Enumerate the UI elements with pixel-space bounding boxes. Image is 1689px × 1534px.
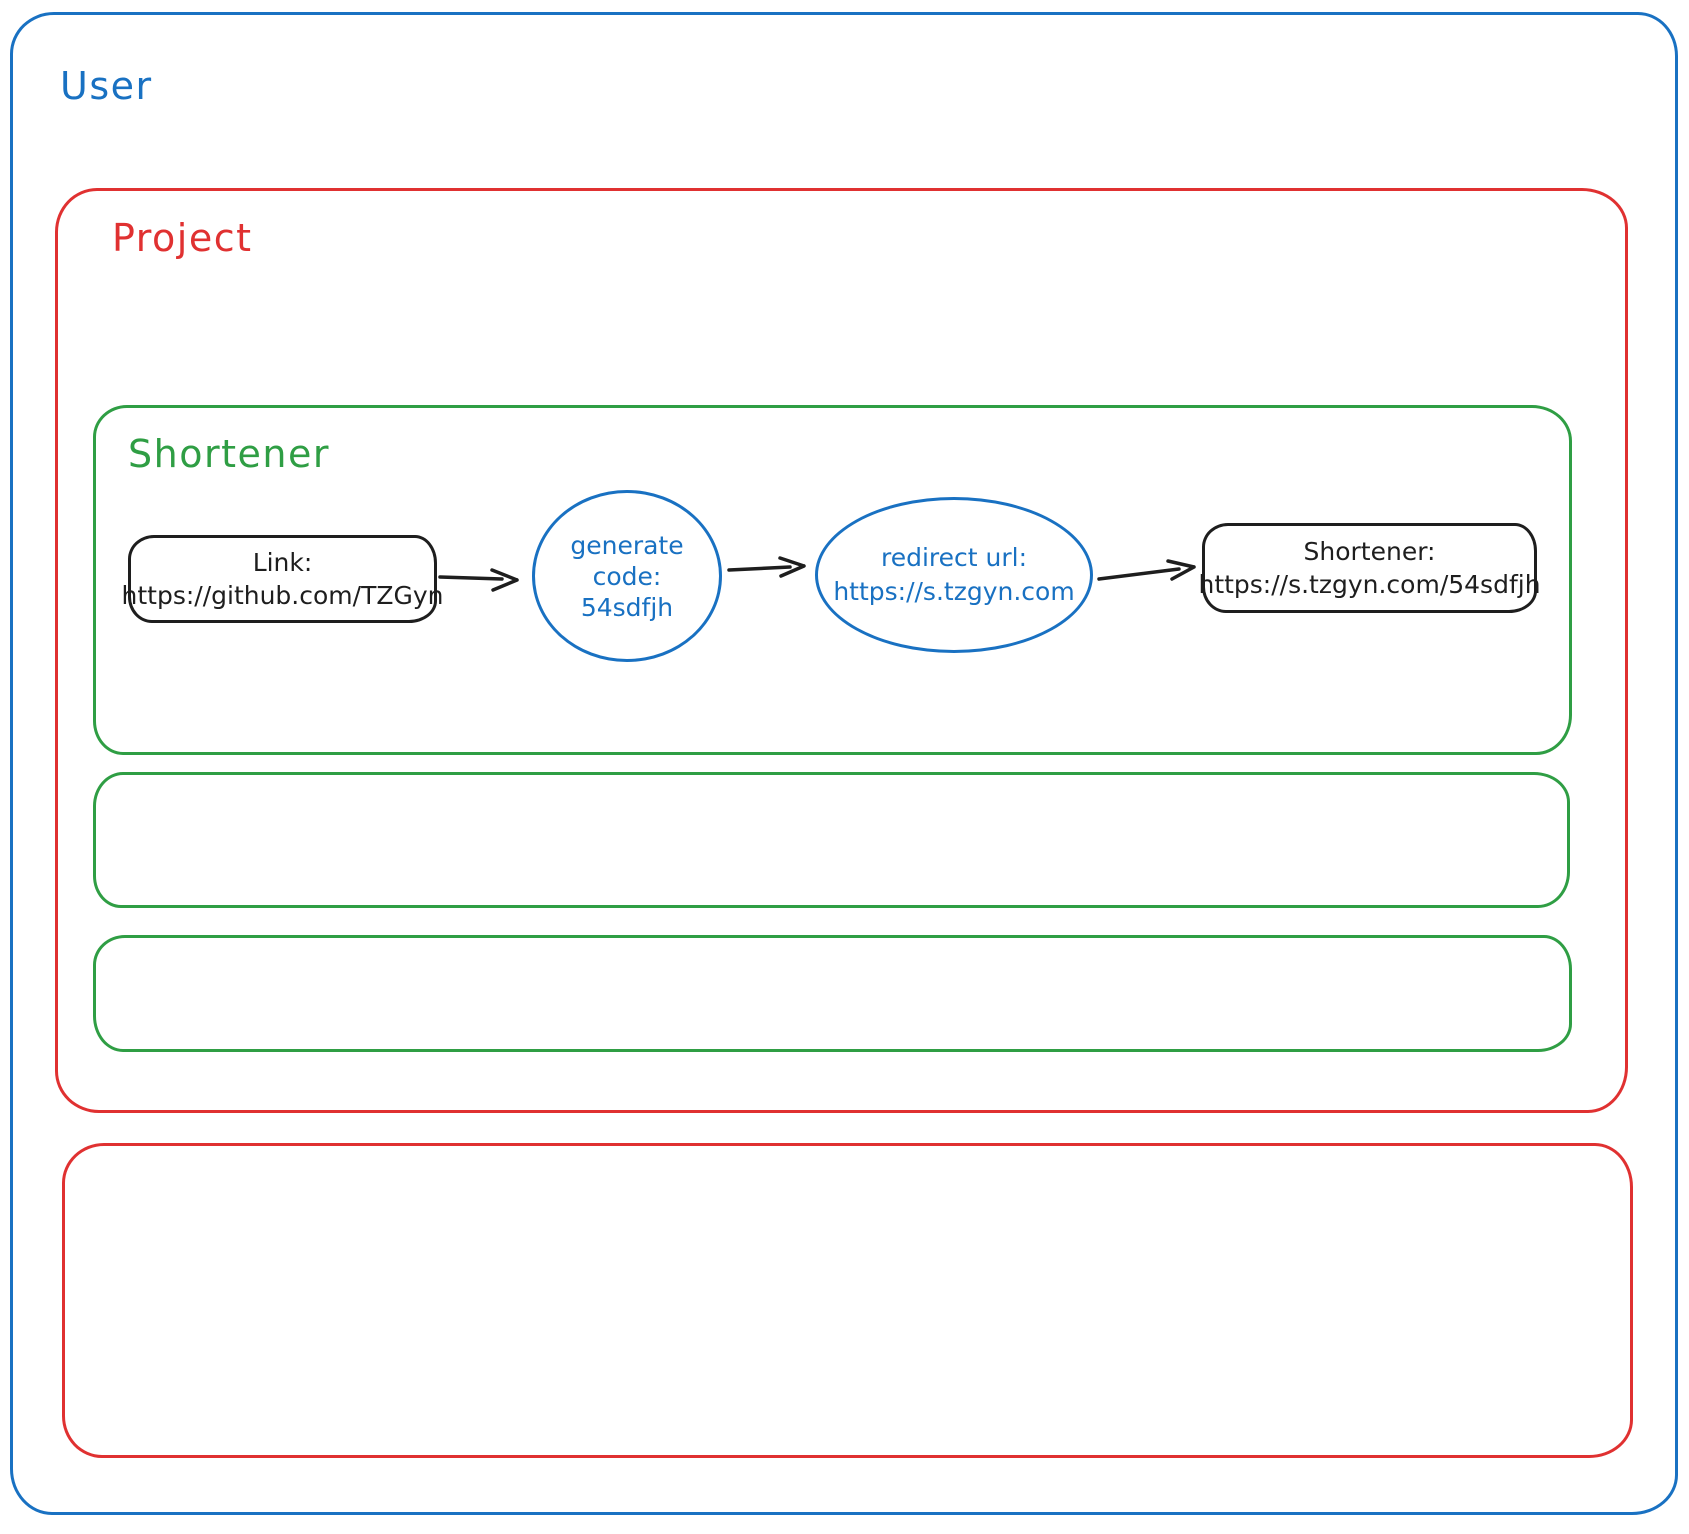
redirect-url-node: redirect url: https://s.tzgyn.com <box>815 497 1093 653</box>
empty-green-box-1 <box>93 772 1570 908</box>
redirect-node-url: https://s.tzgyn.com <box>833 577 1075 606</box>
arrow-link-to-generate-icon <box>438 568 519 592</box>
link-node: Link: https://github.com/TZGyn <box>122 535 443 623</box>
redirect-node-title: redirect url: <box>880 543 1028 572</box>
generate-code-node: generate code: 54sdfjh <box>532 490 722 662</box>
project-container: Project Shortener <box>55 188 1628 1113</box>
result-node-title: Shortener: <box>1303 537 1436 566</box>
shortener-container: Shortener Link: <box>93 405 1572 755</box>
arrow-generate-to-redirect-icon <box>727 556 806 578</box>
shortener-label: Shortener <box>128 432 330 476</box>
generate-node-code: 54sdfjh <box>580 592 674 622</box>
empty-red-box <box>62 1143 1633 1458</box>
link-node-title: Link: <box>252 548 313 577</box>
result-node-url: https://s.tzgyn.com/54sdfjh <box>1198 570 1541 599</box>
generate-node-line1: generate <box>570 530 684 560</box>
link-node-url: https://github.com/TZGyn <box>121 581 444 610</box>
shortener-result-node: Shortener: https://s.tzgyn.com/54sdfjh <box>1198 523 1541 613</box>
empty-green-box-2 <box>93 935 1572 1052</box>
arrow-redirect-to-result-icon <box>1097 559 1196 581</box>
project-label: Project <box>112 216 253 260</box>
user-label: User <box>60 64 153 108</box>
generate-node-line2: code: <box>592 561 662 591</box>
user-container: User Project Shortener <box>10 12 1678 1515</box>
